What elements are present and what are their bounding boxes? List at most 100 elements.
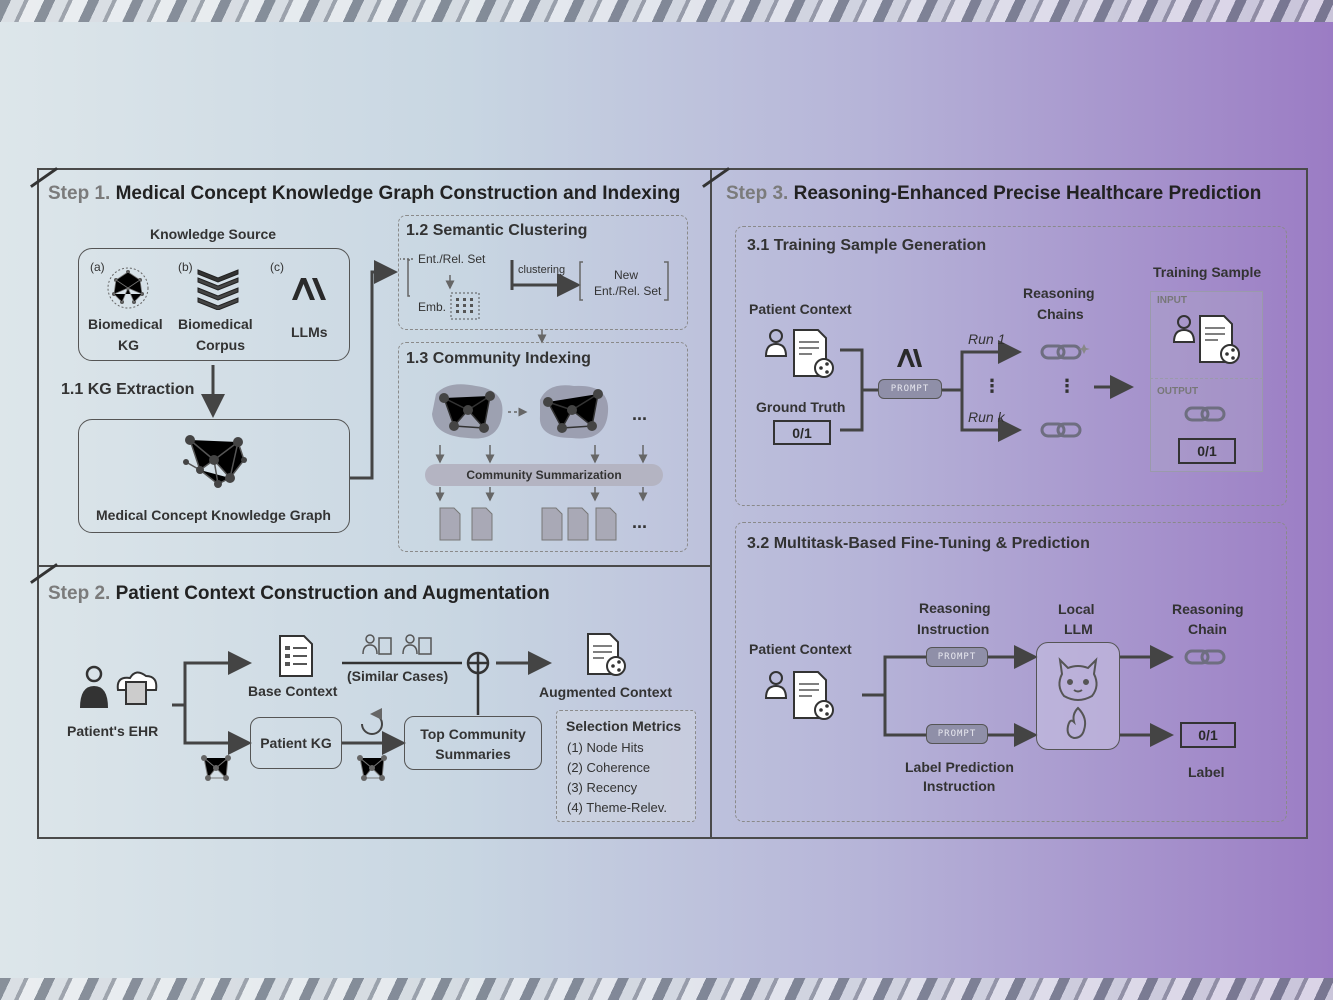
step2-title: Step 2. Patient Context Construction and… [48,583,550,604]
source-a-label1: Biomedical [88,316,163,332]
mckg-label: Medical Concept Knowledge Graph [96,507,331,523]
community-indexing-title: 1.3 Community Indexing [406,350,591,367]
chain-link-icon [1040,422,1082,438]
knowledge-source-label: Knowledge Source [150,226,277,242]
clustering-label: clustering [518,264,566,276]
knowledge-source-box [78,248,350,361]
knowledge-graph-icon [183,435,247,488]
new-label: New [614,268,639,282]
chain-link-icon [1184,649,1226,665]
source-b-label1: Biomedical [178,316,253,332]
small-graph-icon [357,755,387,781]
decorative-bottom-stripe [0,978,1333,1000]
run-1-label: Run 1 [968,331,1006,347]
ground-truth-label: Ground Truth [756,399,846,415]
local-llm-box [1036,642,1120,750]
patient-kg-box: Patient KG [250,717,342,769]
similar-cases-label: (Similar Cases) [347,668,449,684]
chain-link-icon [1040,344,1090,360]
kg-extraction-label: 1.1 KG Extraction [61,381,195,398]
patient-context-icon [764,329,834,378]
selection-metrics-panel [556,710,696,822]
patient-context-icon [1172,315,1240,364]
prompt-tag: PROMPT [878,379,942,399]
step3-title: Step 3. Reasoning-Enhanced Precise Healt… [726,183,1262,204]
step1-title: Step 1. Medical Concept Knowledge Graph … [48,183,681,204]
prompt-tag: PROMPT [926,724,988,744]
metric-item: (4) Theme-Relev. [567,800,667,815]
community-graph-icon [432,384,503,439]
document-icons [541,507,617,541]
ent-rel-set-label: Ent./Rel. Set [418,252,486,266]
label-caption: Label [1188,764,1225,780]
community-summarization-bar: Community Summarization [425,464,663,486]
output-label: OUTPUT [1157,386,1199,397]
community-indexing-panel [398,342,688,552]
training-sample-generation-title: 3.1 Training Sample Generation [747,237,987,254]
prompt-tag: PROMPT [926,647,988,667]
reasoning-chains-label1: Reasoning [1023,285,1095,301]
community-graph-icon [539,385,609,439]
augmented-context-label: Augmented Context [539,684,672,700]
vertical-ellipsis: ⋮ [1058,376,1076,396]
vertical-divider [710,168,712,839]
llama-icon [1058,657,1098,740]
ground-truth-value: 0/1 [773,420,831,445]
input-label: INPUT [1157,295,1187,306]
metric-item: (3) Recency [567,780,638,795]
top-community-label2: Summaries [435,746,511,762]
ellipsis: ... [632,404,648,424]
selection-metrics-title: Selection Metrics [566,718,682,734]
source-a-tag: (a) [90,260,105,274]
embedding-matrix-icon [450,292,480,320]
similar-cases-icon [362,634,432,655]
decorative-top-stripe [0,0,1333,22]
reasoning-instruction-label2: Instruction [917,621,990,637]
top-community-label1: Top Community [420,726,526,742]
fine-tuning-title: 3.2 Multitask-Based Fine-Tuning & Predic… [747,535,1090,552]
document-icons [439,507,493,541]
reasoning-instruction-label1: Reasoning [919,600,991,616]
training-sample-separator [1150,378,1263,379]
community-summarization-label: Community Summarization [466,468,622,482]
patients-ehr-label: Patient's EHR [67,723,159,739]
horizontal-divider [37,565,711,567]
chain-link-icon [1184,406,1226,422]
metric-item: (1) Node Hits [567,740,644,755]
patient-context-label: Patient Context [749,301,852,317]
run-k-label: Run k [968,409,1005,425]
metric-item: (2) Coherence [567,760,651,775]
vertical-ellipsis: ⋮ [983,376,1001,396]
new-set-label: Ent./Rel. Set [594,284,662,298]
local-llm-label2: LLM [1064,621,1093,637]
source-c-label1: LLMs [291,324,328,340]
training-sample-value: 0/1 [1178,438,1236,464]
reasoning-chain-label2: Chain [1188,621,1227,637]
small-graph-icon [201,755,231,781]
fine-tuning-panel [735,522,1287,822]
emb-label: Emb. [418,300,447,314]
training-sample-label: Training Sample [1153,264,1262,280]
patient-ehr-icon [80,665,158,708]
source-c-tag: (c) [270,260,284,274]
llm-logo-icon [292,278,326,300]
label-prediction-label1: Label Prediction [905,759,1014,775]
label-value: 0/1 [1180,722,1236,748]
training-sample-panel [735,226,1287,506]
llm-logo-icon [897,349,922,367]
source-b-label2: Corpus [196,337,245,353]
reasoning-chain-label1: Reasoning [1172,601,1244,617]
augmented-context-icon [587,633,626,676]
source-b-tag: (b) [178,260,193,274]
patient-context-label: Patient Context [749,641,852,657]
patient-context-icon [764,671,834,720]
diagram-frame [37,168,1308,839]
selection-metrics-list: (1) Node Hits (2) Coherence (3) Recency … [567,738,667,818]
semantic-clustering-panel [398,215,688,330]
patient-kg-label: Patient KG [260,735,332,751]
source-a-label2: KG [118,337,139,353]
book-stack-icon [197,269,239,310]
label-prediction-label2: Instruction [923,778,996,794]
biomedical-kg-icon [107,267,149,309]
